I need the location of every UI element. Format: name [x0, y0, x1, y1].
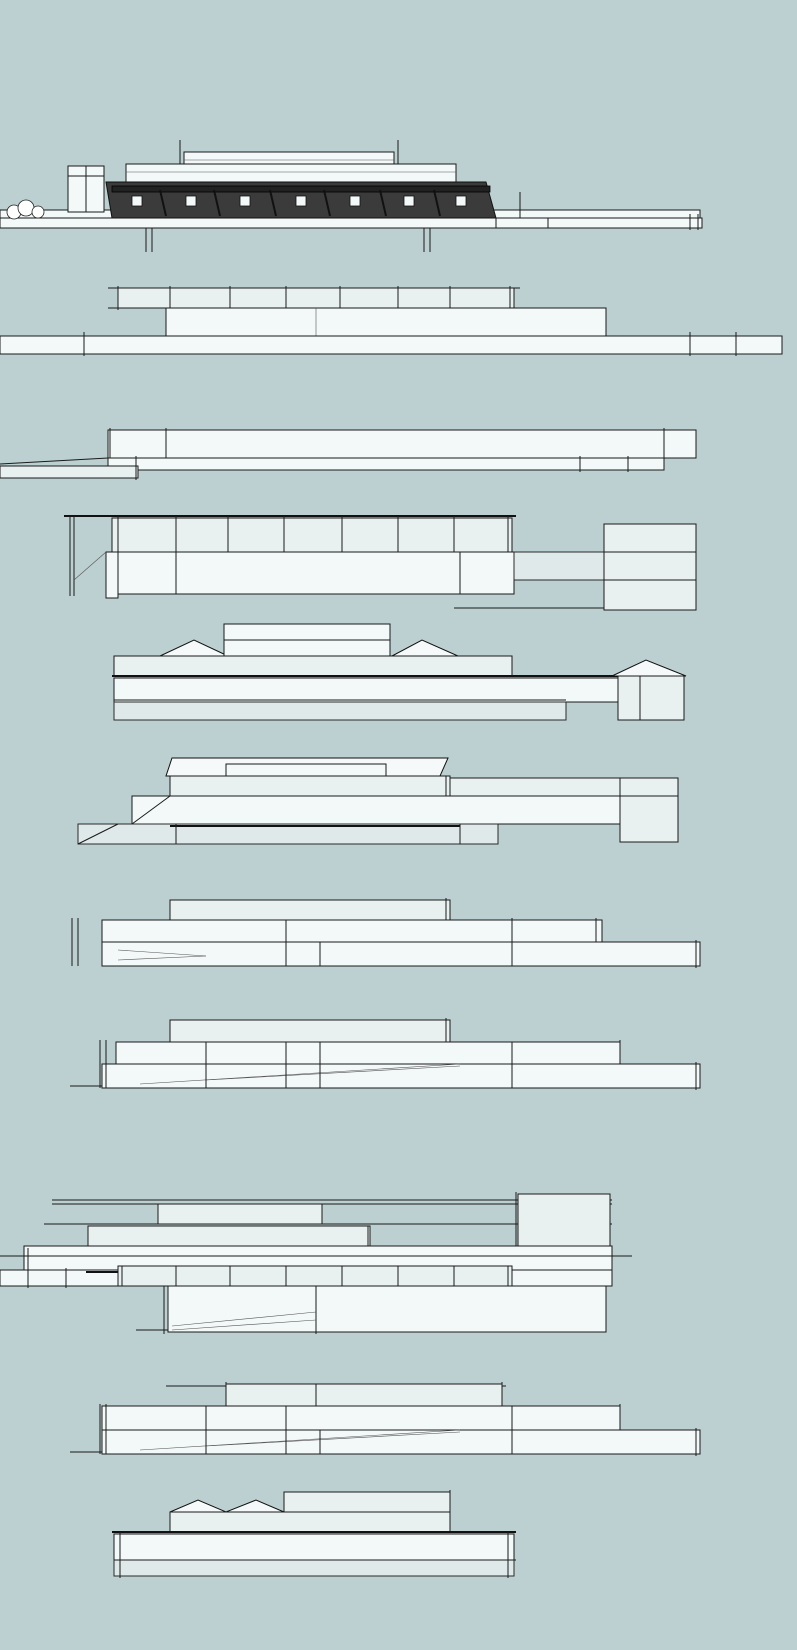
elevation-10 — [70, 1382, 701, 1456]
elevation-1 — [0, 140, 703, 252]
elevation-6 — [77, 757, 679, 845]
elevation-5 — [112, 623, 687, 721]
window-row — [131, 195, 467, 207]
elevation-4 — [64, 515, 697, 611]
tree-icon — [31, 205, 45, 219]
elevation-11 — [112, 1490, 516, 1578]
gable-roof — [611, 659, 687, 677]
elevation-8 — [70, 1018, 701, 1090]
elevation-3 — [0, 428, 697, 480]
elevation-7 — [71, 898, 701, 968]
gable-roof — [391, 639, 459, 657]
elevation-9 — [0, 1192, 632, 1334]
tree-icon — [17, 199, 35, 217]
gable-roof — [159, 639, 229, 657]
elevation-2 — [0, 286, 783, 356]
